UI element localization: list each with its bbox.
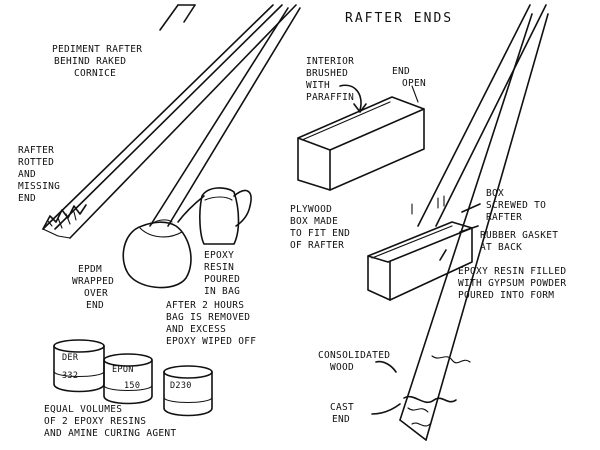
label-screwed-line-1: BOX: [486, 188, 504, 199]
label-epdm: EPDM WRAPPED OVER END: [72, 264, 114, 311]
epdm-wrapped-rafter-drawing: [122, 7, 301, 289]
label-end-open: END OPEN: [392, 66, 426, 89]
label-plywood-line-1: PLYWOOD: [290, 204, 332, 215]
label-plywood-line-4: OF RAFTER: [290, 240, 344, 251]
label-consolidated-line-1: CONSOLIDATED: [318, 350, 390, 361]
label-end-open-line-2: OPEN: [402, 78, 426, 89]
label-epdm-line-4: END: [86, 300, 104, 311]
label-screwed-line-2: SCREWED TO: [486, 200, 546, 211]
label-equal-line-3: AND AMINE CURING AGENT: [44, 428, 176, 439]
label-rotted: RAFTER ROTTED AND MISSING END: [18, 145, 60, 204]
label-interior: INTERIOR BRUSHED WITH PARAFFIN: [306, 56, 354, 103]
label-pediment-line-2: BEHIND RAKED: [54, 56, 126, 67]
label-epoxy-poured: EPOXY RESIN POURED IN BAG: [204, 250, 240, 297]
container-1-top-label: DER: [62, 353, 79, 363]
label-interior-line-2: BRUSHED: [306, 68, 348, 79]
label-epoxy-poured-line-1: EPOXY: [204, 250, 234, 261]
label-after-line-2: BAG IS REMOVED: [166, 312, 250, 323]
label-after: AFTER 2 HOURS BAG IS REMOVED AND EXCESS …: [166, 300, 256, 347]
container-der-332: [53, 339, 105, 393]
diagram-title: RAFTER ENDS: [345, 11, 453, 26]
label-epoxy-filled: EPOXY RESIN FILLED WITH GYPSUM POWDER PO…: [458, 266, 566, 301]
container-3-top-label: D230: [170, 381, 192, 391]
label-consolidated: CONSOLIDATED WOOD: [318, 350, 390, 373]
label-epdm-line-1: EPDM: [78, 264, 102, 275]
container-2-bottom-label: 150: [124, 381, 140, 391]
label-rotted-line-2: ROTTED: [18, 157, 54, 168]
label-pediment-line-1: PEDIMENT RAFTER: [52, 44, 142, 55]
label-gasket: RUBBER GASKET AT BACK: [480, 230, 558, 253]
label-after-line-3: AND EXCESS: [166, 324, 226, 335]
label-interior-line-1: INTERIOR: [306, 56, 354, 67]
label-end-open-line-1: END: [392, 66, 410, 77]
label-rotted-line-3: AND: [18, 169, 36, 180]
label-epoxy-filled-line-3: POURED INTO FORM: [458, 290, 554, 301]
label-consolidated-line-2: WOOD: [330, 362, 354, 373]
boxed-rafter-drawing: [367, 4, 547, 301]
label-cast-line-2: END: [332, 414, 350, 425]
label-plywood: PLYWOOD BOX MADE TO FIT END OF RAFTER: [290, 204, 350, 251]
label-interior-line-3: WITH: [306, 80, 330, 91]
label-pediment: PEDIMENT RAFTER BEHIND RAKED CORNICE: [52, 44, 142, 79]
container-2-top-label: EPON: [112, 365, 134, 375]
label-epoxy-filled-line-1: EPOXY RESIN FILLED: [458, 266, 566, 277]
label-rotted-line-4: MISSING: [18, 181, 60, 192]
plywood-box-drawing: [297, 84, 425, 191]
label-equal-line-1: EQUAL VOLUMES: [44, 404, 122, 415]
label-cast-line-1: CAST: [330, 402, 354, 413]
label-plywood-line-2: BOX MADE: [290, 216, 338, 227]
label-equal: EQUAL VOLUMES OF 2 EPOXY RESINS AND AMIN…: [44, 404, 176, 439]
label-after-line-1: AFTER 2 HOURS: [166, 300, 244, 311]
pediment-rafter-drawing: [159, 4, 196, 31]
label-epoxy-poured-line-3: POURED: [204, 274, 240, 285]
label-screwed-line-3: RAFTER: [486, 212, 522, 223]
container-d230: [163, 365, 213, 417]
label-gasket-line-2: AT BACK: [480, 242, 522, 253]
epoxy-containers-drawing: [53, 339, 213, 417]
label-gasket-line-1: RUBBER GASKET: [480, 230, 558, 241]
label-epoxy-poured-line-2: RESIN: [204, 262, 234, 273]
label-epdm-line-3: OVER: [84, 288, 108, 299]
label-rotted-line-1: RAFTER: [18, 145, 54, 156]
cast-end-rafter-drawing: [371, 13, 549, 441]
label-epoxy-poured-line-4: IN BAG: [204, 286, 240, 297]
label-epoxy-filled-line-2: WITH GYPSUM POWDER: [458, 278, 566, 289]
label-cast: CAST END: [330, 402, 354, 425]
rotted-rafter-drawing: [42, 4, 297, 239]
label-epdm-line-2: WRAPPED: [72, 276, 114, 287]
container-epon-150: [103, 353, 153, 405]
label-rotted-line-5: END: [18, 193, 36, 204]
label-screwed: BOX SCREWED TO RAFTER: [486, 188, 546, 223]
label-plywood-line-3: TO FIT END: [290, 228, 350, 239]
label-pediment-line-3: CORNICE: [74, 68, 116, 79]
container-1-bottom-label: 332: [62, 371, 78, 381]
label-after-line-4: EPOXY WIPED OFF: [166, 336, 256, 347]
label-interior-line-4: PARAFFIN: [306, 92, 354, 103]
label-equal-line-2: OF 2 EPOXY RESINS: [44, 416, 146, 427]
